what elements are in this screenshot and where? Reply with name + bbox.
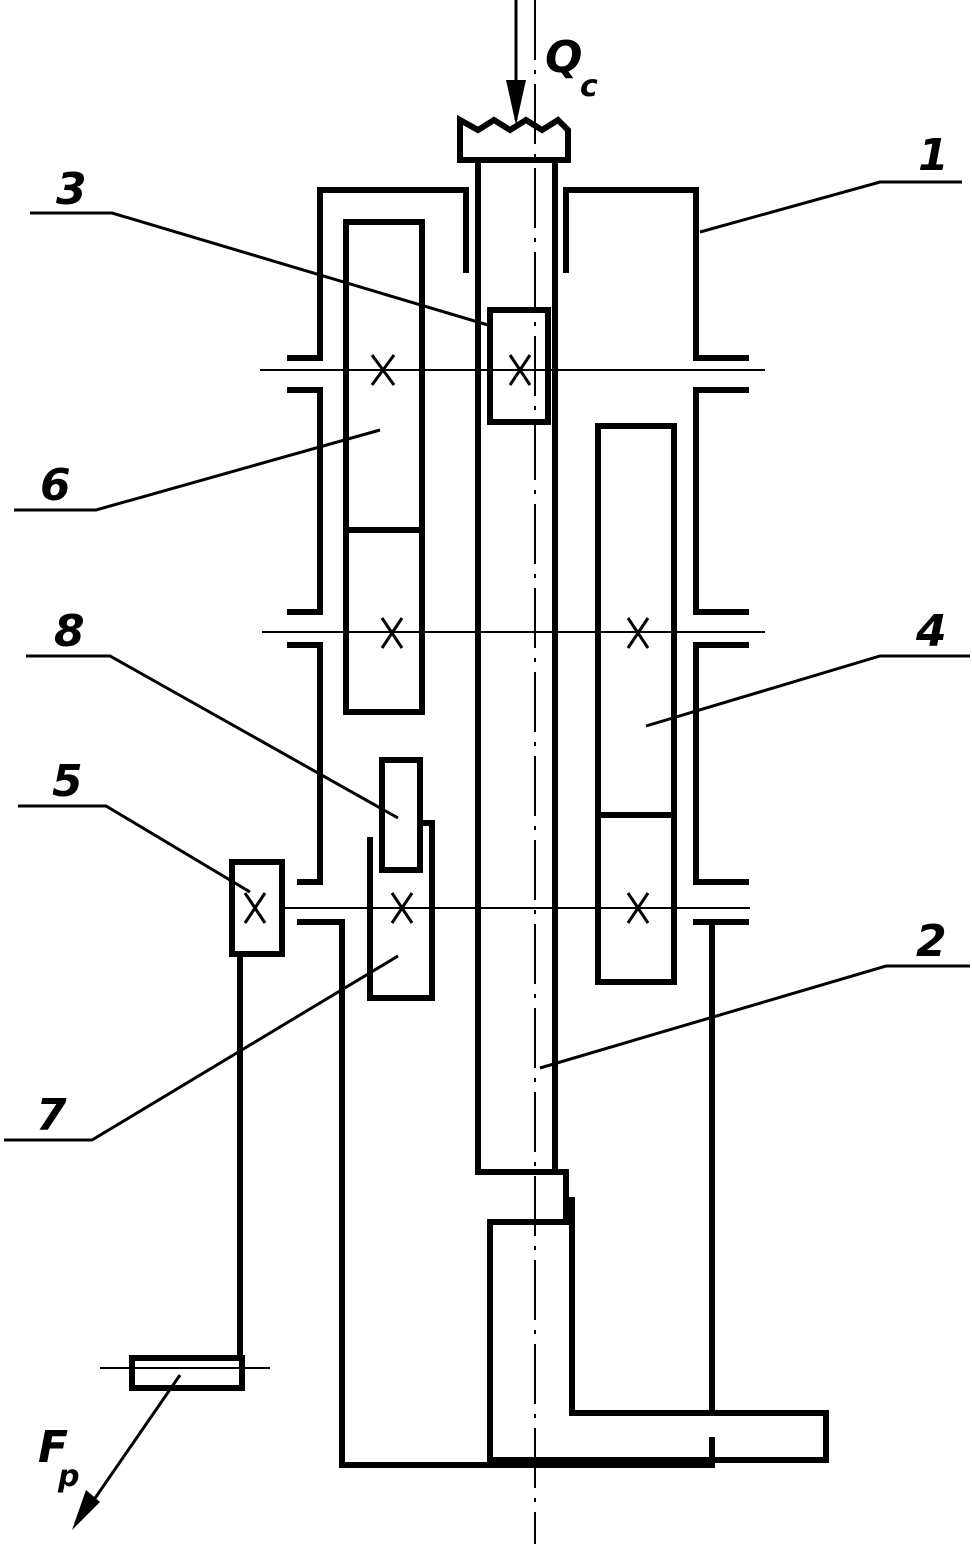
label-input-force: Q bbox=[545, 32, 582, 83]
label-input-force-sub: c bbox=[580, 69, 598, 104]
label-part-5: 5 bbox=[52, 756, 83, 807]
label-part-2: 2 bbox=[916, 916, 947, 967]
output-handle bbox=[129, 1355, 245, 1391]
label-output-force-sub: p bbox=[57, 1459, 79, 1494]
label-part-3: 3 bbox=[56, 164, 87, 215]
label-part-1: 1 bbox=[918, 130, 949, 181]
gear-8 bbox=[379, 757, 423, 873]
gear-6 bbox=[343, 219, 425, 715]
label-part-4: 4 bbox=[915, 606, 947, 657]
central-shaft bbox=[457, 114, 829, 1463]
label-part-8: 8 bbox=[54, 606, 85, 657]
gear-7 bbox=[367, 820, 435, 1001]
output-force-arrow bbox=[72, 1374, 182, 1530]
gear-5 bbox=[229, 859, 285, 957]
input-force-arrow bbox=[506, 0, 526, 125]
label-part-7: 7 bbox=[36, 1090, 67, 1141]
label-output-force: F bbox=[38, 1422, 68, 1473]
label-part-6: 6 bbox=[40, 460, 71, 511]
gear-4 bbox=[595, 423, 677, 985]
leader-lines bbox=[4, 180, 970, 1142]
gear-3 bbox=[487, 307, 551, 425]
housing bbox=[287, 187, 749, 1468]
